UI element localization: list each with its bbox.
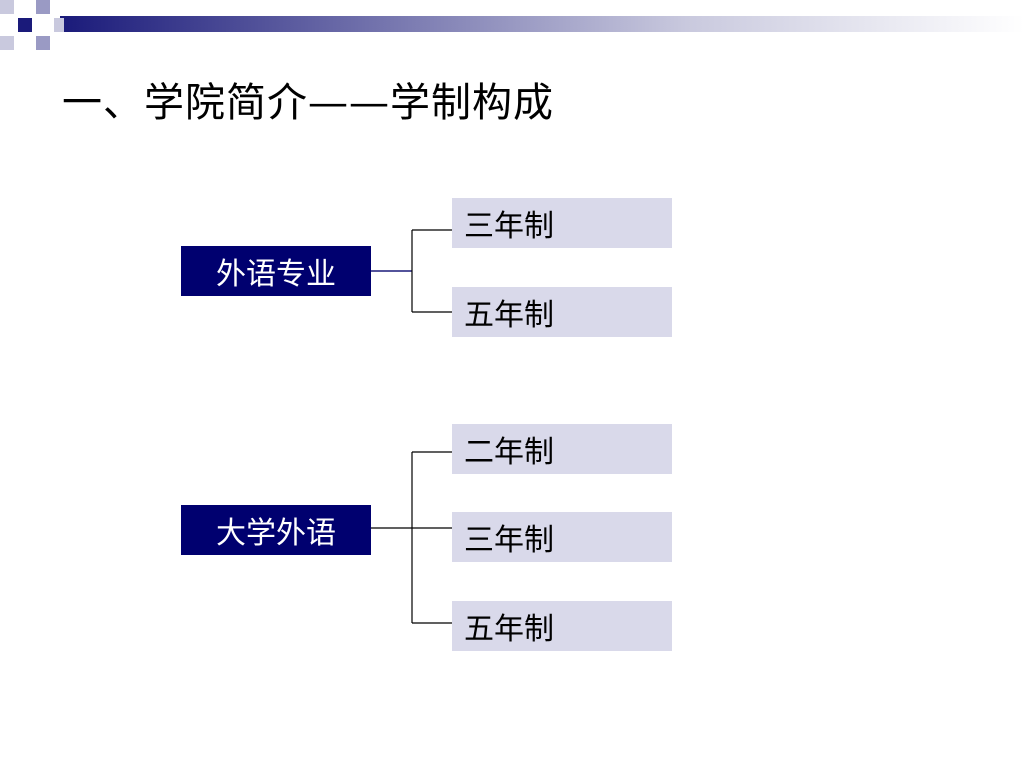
- leaf-node: 五年制: [452, 601, 672, 651]
- leaf-node: 五年制: [452, 287, 672, 337]
- leaf-node: 二年制: [452, 424, 672, 474]
- root-node-foreign-language-major: 外语专业: [181, 246, 371, 296]
- leaf-node: 三年制: [452, 198, 672, 248]
- header-gradient-bar: [60, 16, 1024, 32]
- slide-title: 一、学院简介——学制构成: [62, 80, 554, 126]
- leaf-node: 三年制: [452, 512, 672, 562]
- root-node-college-english: 大学外语: [181, 505, 371, 555]
